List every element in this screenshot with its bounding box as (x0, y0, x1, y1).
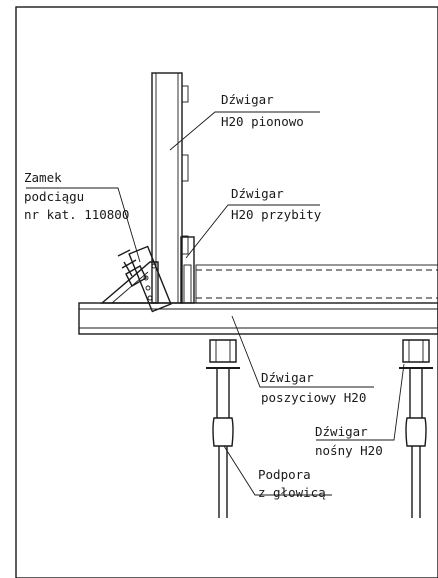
label-lock: Zamek podciągu nr kat. 110800 (24, 170, 129, 222)
label-nailed-beam-line-2: H20 przybity (231, 207, 322, 222)
lock-bracket (100, 245, 172, 313)
label-nailed-beam-line-1: Dźwigar (231, 186, 284, 201)
leader-lines (26, 111, 405, 496)
label-lock-line-2: podciągu (24, 189, 84, 204)
label-vertical-beam-line-2: H20 pionowo (221, 114, 304, 129)
label-bearing-beam-line-1: Dźwigar (315, 424, 368, 439)
label-sheathing-beam: Dźwigar poszyciowy H20 (261, 370, 366, 405)
concrete-slab (195, 264, 438, 304)
sheathing-beam (78, 302, 438, 335)
label-nailed-beam: Dźwigar H20 przybity (231, 186, 322, 222)
prop-left (206, 339, 240, 518)
label-vertical-beam: Dźwigar H20 pionowo (221, 92, 304, 129)
label-bearing-beam-line-2: nośny H20 (315, 443, 383, 458)
prop-right (399, 339, 433, 518)
label-sheathing-beam-line-1: Dźwigar (261, 370, 314, 385)
label-prop: Podpora z głowicą (258, 467, 326, 500)
label-prop-line-2: z głowicą (258, 485, 326, 500)
nailed-beam (180, 236, 195, 304)
label-lock-line-1: Zamek (24, 170, 62, 185)
label-lock-line-3: nr kat. 110800 (24, 207, 129, 222)
label-sheathing-beam-line-2: poszyciowy H20 (261, 390, 366, 405)
drawing-frame (15, 6, 438, 578)
label-prop-line-1: Podpora (258, 467, 311, 482)
label-bearing-beam: Dźwigar nośny H20 (315, 424, 383, 458)
label-vertical-beam-line-1: Dźwigar (221, 92, 274, 107)
